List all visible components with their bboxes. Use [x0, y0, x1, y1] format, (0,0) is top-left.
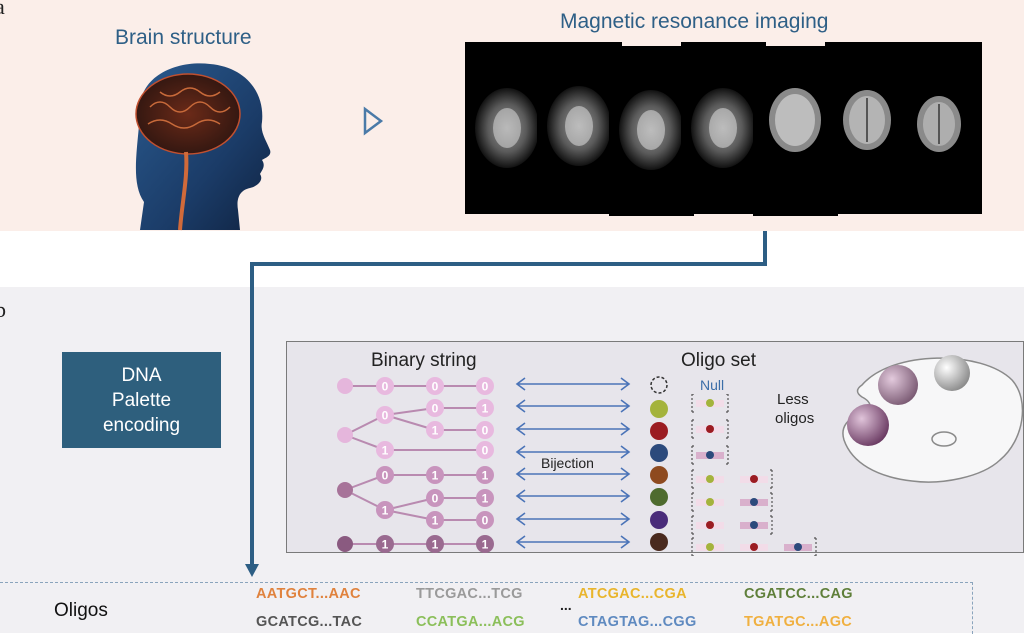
oligo-sequence: CTAGTAG...CGG [578, 614, 697, 630]
dna-box-line-2: Palette [111, 389, 172, 411]
oligo-sequence: GCATCG...TAC [256, 614, 363, 630]
dna-box-line-1: DNA [121, 364, 162, 386]
mri-slice-1 [465, 42, 550, 214]
tree-root-node [337, 378, 353, 394]
oligo-sequence: ATCGAC...CGA [578, 586, 687, 602]
panel-b-label: b [0, 297, 6, 322]
binary-digit: 1 [482, 492, 489, 506]
mri-slice-3 [609, 46, 694, 216]
binary-digit: 0 [382, 380, 389, 394]
mri-title: Magnetic resonance imaging [560, 10, 829, 33]
play-arrow-icon [363, 106, 384, 136]
binary-digit: 1 [482, 538, 489, 552]
binary-digit: 1 [432, 538, 439, 552]
mri-slice-5 [753, 46, 838, 216]
bijection-arrow [515, 445, 631, 459]
binary-digit: 0 [482, 424, 489, 438]
binary-digit: 1 [382, 444, 389, 458]
oligo-color-dot [650, 511, 668, 529]
bijection-arrows [515, 377, 631, 549]
mri-slice-stack [465, 38, 985, 218]
tree-root-node [337, 427, 353, 443]
mri-slices [465, 42, 982, 216]
oligo-sequence: AATGCT...AAC [256, 586, 361, 602]
oligo-sequence: CCATGA...ACG [416, 614, 525, 630]
dna-palette-encoding-box: DNA Palette encoding [62, 352, 221, 448]
oligos-label: Oligos [54, 600, 108, 621]
panel-a-label: a [0, 0, 5, 20]
less-oligos-line-1: Less [777, 391, 809, 408]
brain-structure-title: Brain structure [115, 26, 252, 49]
oligos-region [0, 582, 973, 634]
binary-digit: 1 [432, 469, 439, 483]
binary-digit: 0 [482, 380, 489, 394]
binary-digit: 1 [432, 514, 439, 528]
binary-digit: 1 [382, 538, 389, 552]
bijection-arrow [515, 467, 631, 481]
palette-icon [842, 355, 1024, 483]
null-label: Null [700, 377, 725, 393]
oligo-color-dot [650, 400, 668, 418]
oligo-sequence: TGATGC...AGC [744, 614, 853, 630]
bijection-arrow [515, 535, 631, 549]
null-oligo-circle [650, 376, 668, 394]
binary-tree: 0 0 0 0 0 1 1 0 1 0 0 1 1 1 0 1 1 0 1 1 1 [337, 377, 494, 553]
oligo-sequence: TTCGAC...TCG [416, 586, 523, 602]
bijection-arrow [515, 512, 631, 526]
bijection-arrow [515, 489, 631, 503]
oligo-color-dot [650, 444, 668, 462]
binary-digit: 1 [482, 402, 489, 416]
binary-digit: 0 [432, 402, 439, 416]
binary-digit: 0 [482, 444, 489, 458]
binary-digit: 0 [432, 380, 439, 394]
bijection-label: Bijection [538, 455, 597, 471]
oligo-sequence: CGATCC...CAG [744, 586, 853, 602]
binary-digit: 1 [432, 424, 439, 438]
oligo-color-dot [650, 466, 668, 484]
oligos-ellipsis: ... [560, 597, 572, 613]
oligo-color-dot [650, 422, 668, 440]
bijection-arrow [515, 377, 631, 391]
tree-root-node [337, 536, 353, 552]
mri-slice-4 [681, 42, 766, 214]
less-oligos-line-2: oligos [775, 410, 815, 427]
mri-slice-2 [537, 42, 622, 214]
dna-box-line-3: encoding [102, 414, 181, 436]
binary-digit: 0 [482, 514, 489, 528]
oligo-set-title: Oligo set [681, 350, 756, 371]
binary-digit: 0 [432, 492, 439, 506]
tree-root-node [337, 482, 353, 498]
oligo-combinations [691, 394, 817, 556]
oligo-color-set [650, 376, 668, 551]
oligo-color-dot [650, 488, 668, 506]
binary-digit: 0 [382, 409, 389, 423]
binary-string-title: Binary string [371, 350, 477, 371]
head-brain-illustration [135, 63, 271, 231]
bijection-arrow [515, 422, 631, 436]
binary-digit: 1 [382, 504, 389, 518]
mri-slice-7 [897, 42, 982, 214]
binary-digit: 0 [382, 469, 389, 483]
binary-digit: 1 [482, 469, 489, 483]
bijection-arrow [515, 399, 631, 413]
oligo-color-dot [650, 533, 668, 551]
mri-slice-6 [825, 42, 910, 214]
